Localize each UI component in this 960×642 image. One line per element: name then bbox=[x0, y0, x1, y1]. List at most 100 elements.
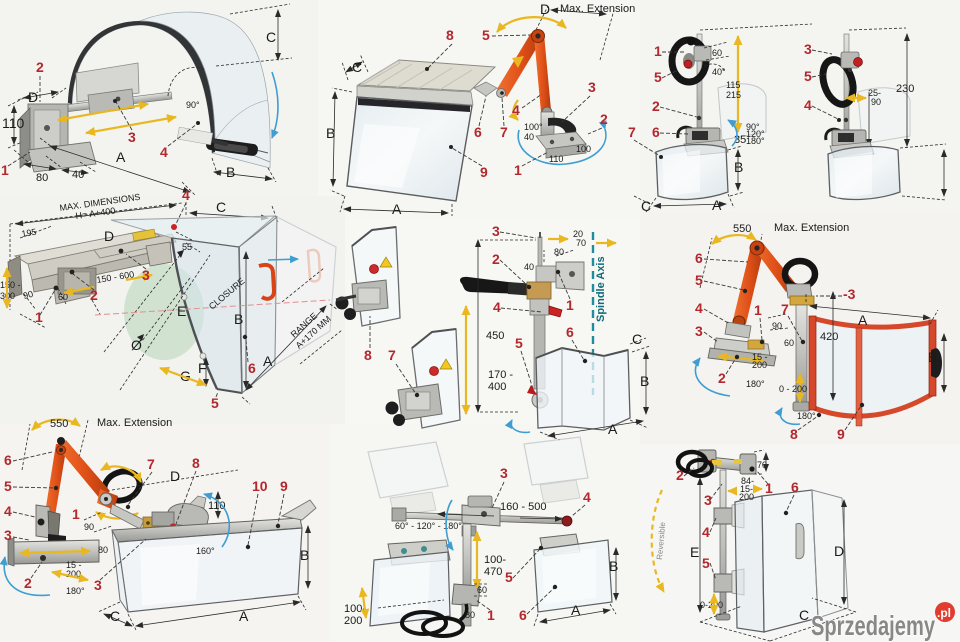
svg-text:Spindle Axis: Spindle Axis bbox=[595, 256, 607, 322]
svg-text:60: 60 bbox=[712, 48, 722, 58]
svg-text:3: 3 bbox=[128, 129, 136, 145]
svg-text:2: 2 bbox=[90, 287, 98, 303]
svg-text:2: 2 bbox=[36, 59, 44, 75]
svg-text:1: 1 bbox=[72, 506, 80, 522]
svg-text:90°: 90° bbox=[186, 100, 200, 110]
svg-text:6: 6 bbox=[4, 452, 12, 468]
svg-text:3: 3 bbox=[500, 465, 508, 481]
svg-text:180°: 180° bbox=[66, 586, 85, 596]
svg-text:4: 4 bbox=[702, 524, 710, 540]
svg-text:10: 10 bbox=[252, 478, 268, 494]
svg-text:D: D bbox=[170, 468, 180, 484]
svg-text:550: 550 bbox=[733, 223, 751, 235]
svg-text:B: B bbox=[609, 558, 618, 574]
svg-text:A: A bbox=[712, 197, 722, 213]
svg-text:5: 5 bbox=[482, 27, 490, 43]
svg-text:A: A bbox=[858, 312, 868, 328]
svg-text:2: 2 bbox=[676, 467, 684, 483]
svg-text:C: C bbox=[799, 607, 809, 623]
svg-text:-3: -3 bbox=[843, 286, 856, 302]
svg-text:4: 4 bbox=[804, 97, 812, 113]
svg-text:Max. Extension: Max. Extension bbox=[97, 417, 172, 429]
svg-text:C: C bbox=[110, 608, 120, 624]
svg-text:1: 1 bbox=[487, 607, 495, 623]
svg-text:200: 200 bbox=[752, 360, 767, 370]
svg-text:6: 6 bbox=[695, 250, 703, 266]
svg-text:1: 1 bbox=[514, 162, 522, 178]
svg-text:Max. Extension: Max. Extension bbox=[774, 222, 849, 234]
svg-text:.pl: .pl bbox=[937, 606, 951, 620]
svg-text:Reversible: Reversible bbox=[655, 521, 667, 560]
svg-text:160°: 160° bbox=[196, 546, 215, 556]
svg-text:60: 60 bbox=[784, 338, 794, 348]
svg-text:200: 200 bbox=[344, 615, 362, 627]
svg-text:90: 90 bbox=[22, 289, 34, 301]
svg-text:40: 40 bbox=[524, 132, 534, 142]
svg-text:3: 3 bbox=[704, 492, 712, 508]
svg-text:115: 115 bbox=[726, 80, 740, 90]
svg-text:420: 420 bbox=[820, 331, 838, 343]
svg-text:C: C bbox=[216, 199, 226, 215]
svg-text:195: 195 bbox=[21, 227, 37, 239]
svg-text:90°: 90° bbox=[746, 122, 760, 132]
svg-text:40: 40 bbox=[524, 262, 534, 272]
svg-text:5: 5 bbox=[505, 569, 513, 585]
svg-text:170 -: 170 - bbox=[488, 369, 513, 381]
svg-text:15 -: 15 - bbox=[66, 560, 82, 570]
svg-text:2: 2 bbox=[600, 111, 608, 127]
svg-text:7: 7 bbox=[628, 124, 636, 140]
svg-text:3: 3 bbox=[4, 527, 12, 543]
svg-text:3: 3 bbox=[804, 41, 812, 57]
svg-text:40: 40 bbox=[72, 169, 84, 181]
svg-text:1: 1 bbox=[765, 480, 773, 496]
svg-text:550: 550 bbox=[50, 418, 68, 430]
svg-text:100-: 100- bbox=[344, 603, 366, 615]
svg-text:C: C bbox=[632, 331, 642, 347]
svg-text:6: 6 bbox=[474, 124, 482, 140]
svg-text:5: 5 bbox=[211, 395, 219, 411]
svg-text:1: 1 bbox=[566, 297, 574, 313]
svg-text:2: 2 bbox=[718, 370, 726, 386]
svg-text:9: 9 bbox=[837, 426, 845, 442]
svg-text:25-: 25- bbox=[868, 88, 881, 98]
svg-text:3: 3 bbox=[588, 79, 596, 95]
svg-text:3: 3 bbox=[695, 323, 703, 339]
svg-text:B: B bbox=[300, 547, 309, 563]
svg-text:5: 5 bbox=[4, 478, 12, 494]
svg-text:160 - 500: 160 - 500 bbox=[500, 501, 546, 513]
svg-text:6: 6 bbox=[248, 360, 256, 376]
svg-text:0-200: 0-200 bbox=[700, 600, 723, 610]
svg-text:40°: 40° bbox=[712, 67, 726, 77]
svg-text:15-: 15- bbox=[740, 484, 753, 494]
svg-text:20: 20 bbox=[573, 229, 583, 239]
svg-text:4: 4 bbox=[583, 489, 591, 505]
svg-text:6: 6 bbox=[566, 324, 574, 340]
svg-text:110: 110 bbox=[2, 115, 25, 131]
svg-text:1: 1 bbox=[1, 162, 9, 178]
svg-text:60° - 120° - 180°: 60° - 120° - 180° bbox=[395, 521, 462, 531]
svg-text:4: 4 bbox=[512, 102, 520, 118]
svg-text:7: 7 bbox=[500, 124, 508, 140]
svg-text:3: 3 bbox=[142, 267, 150, 283]
svg-text:470: 470 bbox=[484, 566, 502, 578]
svg-text:60: 60 bbox=[477, 585, 487, 595]
svg-text:Sprzedajemy: Sprzedajemy bbox=[811, 610, 935, 641]
svg-text:110: 110 bbox=[549, 154, 563, 164]
svg-text:6: 6 bbox=[519, 607, 527, 623]
svg-text:8: 8 bbox=[790, 426, 798, 442]
svg-text:C: C bbox=[352, 59, 362, 75]
svg-text:120°: 120° bbox=[746, 129, 765, 139]
svg-text:4: 4 bbox=[695, 300, 703, 316]
svg-text:9: 9 bbox=[480, 164, 488, 180]
svg-text:F: F bbox=[198, 360, 207, 376]
svg-text:A: A bbox=[571, 602, 581, 618]
svg-text:A: A bbox=[116, 149, 126, 165]
svg-text:3: 3 bbox=[94, 577, 102, 593]
svg-text:A: A bbox=[239, 608, 249, 624]
svg-text:E: E bbox=[690, 544, 699, 560]
svg-text:3: 3 bbox=[492, 223, 500, 239]
svg-text:B: B bbox=[734, 159, 743, 175]
svg-text:0 - 200: 0 - 200 bbox=[779, 384, 807, 394]
svg-text:B: B bbox=[928, 349, 937, 365]
svg-text:A: A bbox=[608, 421, 618, 437]
